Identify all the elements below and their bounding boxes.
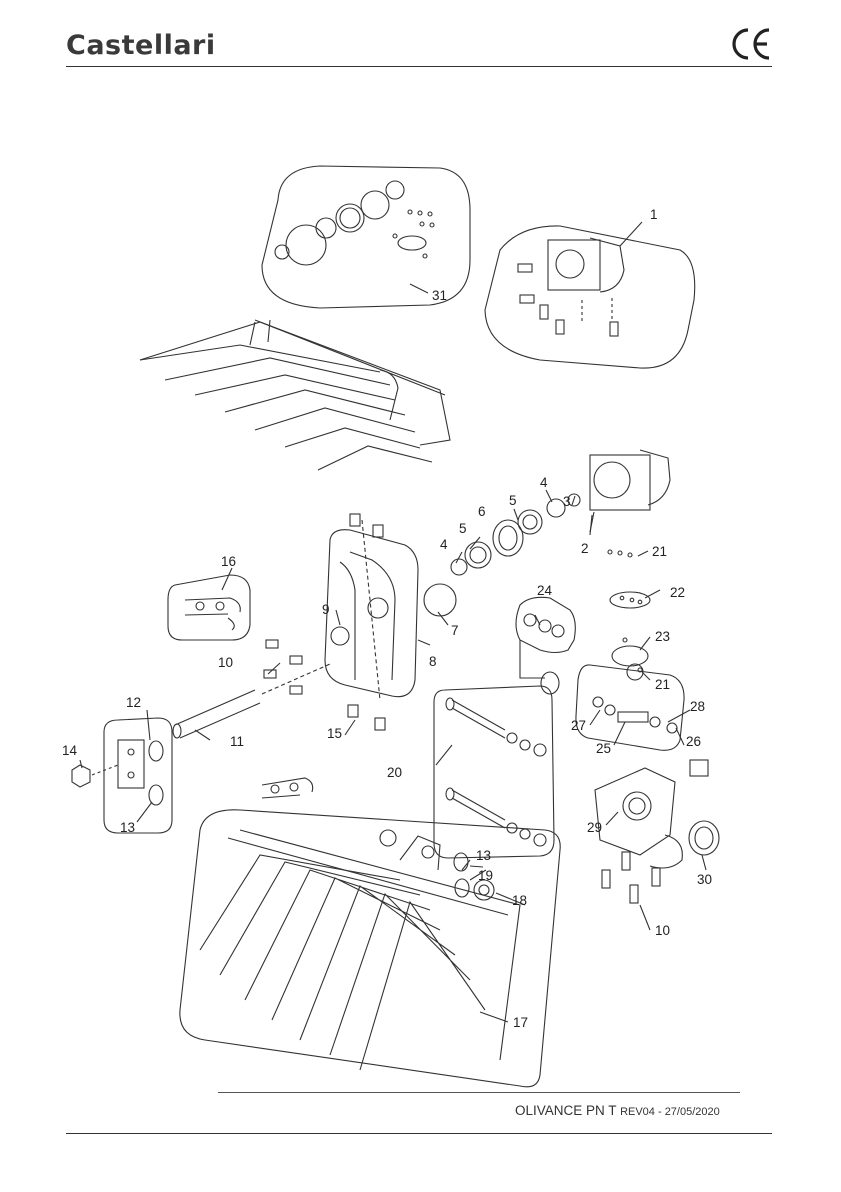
callout-11: 11 <box>230 734 244 749</box>
callout-6: 6 <box>478 504 486 519</box>
callout-13: 13 <box>120 820 135 835</box>
callout-24: 24 <box>537 583 553 598</box>
callout-18: 18 <box>512 893 527 908</box>
group-outline-1 <box>485 226 695 368</box>
callout-31: 31 <box>432 288 447 303</box>
callout-15: 15 <box>327 726 342 741</box>
callout-26: 26 <box>686 734 701 749</box>
callout-17: 17 <box>513 1015 528 1030</box>
callout-25: 25 <box>596 741 611 756</box>
group-outline-17 <box>180 810 560 1087</box>
callout-10: 10 <box>218 655 233 670</box>
callout-12: 12 <box>126 695 141 710</box>
callout-10b: 10 <box>655 923 670 938</box>
callout-7: 7 <box>451 623 459 638</box>
callout-19: 19 <box>478 868 493 883</box>
callout-5b: 5 <box>459 521 467 536</box>
callout-22: 22 <box>670 585 685 600</box>
callout-21b: 21 <box>655 677 670 692</box>
footer-revision: REV04 - 27/05/2020 <box>620 1106 720 1118</box>
callout-13b: 13 <box>476 848 491 863</box>
group-outline-31 <box>262 166 470 308</box>
callout-4b: 4 <box>440 537 448 552</box>
callout-8: 8 <box>429 654 437 669</box>
footer-label: OLIVANCE PN T REV04 - 27/05/2020 <box>515 1103 720 1118</box>
callout-4: 4 <box>540 475 548 490</box>
callout-9: 9 <box>322 602 330 617</box>
callout-29: 29 <box>587 820 602 835</box>
callout-23: 23 <box>655 629 670 644</box>
callout-1: 1 <box>650 207 658 222</box>
callout-20: 20 <box>387 765 402 780</box>
bottom-rule <box>66 1133 772 1134</box>
group-outline-24 <box>516 597 575 652</box>
callout-3: 3 <box>563 494 571 509</box>
callout-28: 28 <box>690 699 705 714</box>
callout-27: 27 <box>571 718 586 733</box>
callout-14: 14 <box>62 743 78 758</box>
callout-5: 5 <box>509 493 517 508</box>
group-outline-20 <box>434 686 554 858</box>
group-outline-16 <box>168 575 250 640</box>
callout-21: 21 <box>652 544 667 559</box>
group-outline-12 <box>104 718 172 833</box>
callout-30: 30 <box>697 872 712 887</box>
callout-2: 2 <box>581 541 589 556</box>
callout-16: 16 <box>221 554 236 569</box>
footer-rule <box>218 1092 740 1093</box>
footer-model: OLIVANCE PN T <box>515 1103 616 1118</box>
